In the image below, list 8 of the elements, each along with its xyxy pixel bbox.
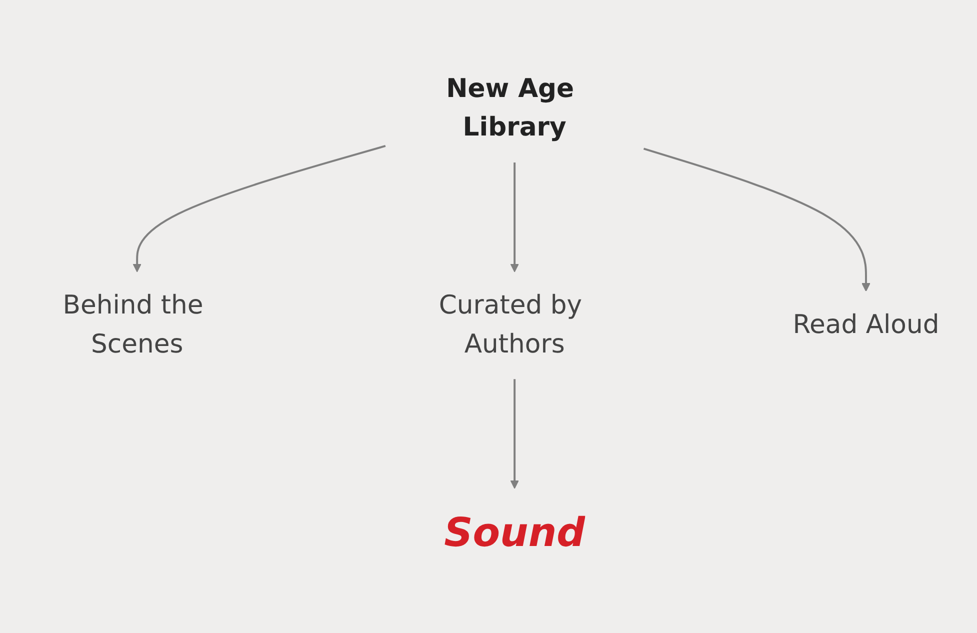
arrow — [510, 379, 519, 489]
arrow — [510, 162, 519, 272]
node-text: Read Aloud — [792, 310, 940, 340]
node-text: New Age Library — [446, 74, 574, 143]
node-text: Curated by Authors — [438, 290, 582, 360]
node-text: Behind the Scenes — [62, 290, 204, 360]
arrow — [643, 148, 870, 292]
arrow — [132, 144, 386, 272]
